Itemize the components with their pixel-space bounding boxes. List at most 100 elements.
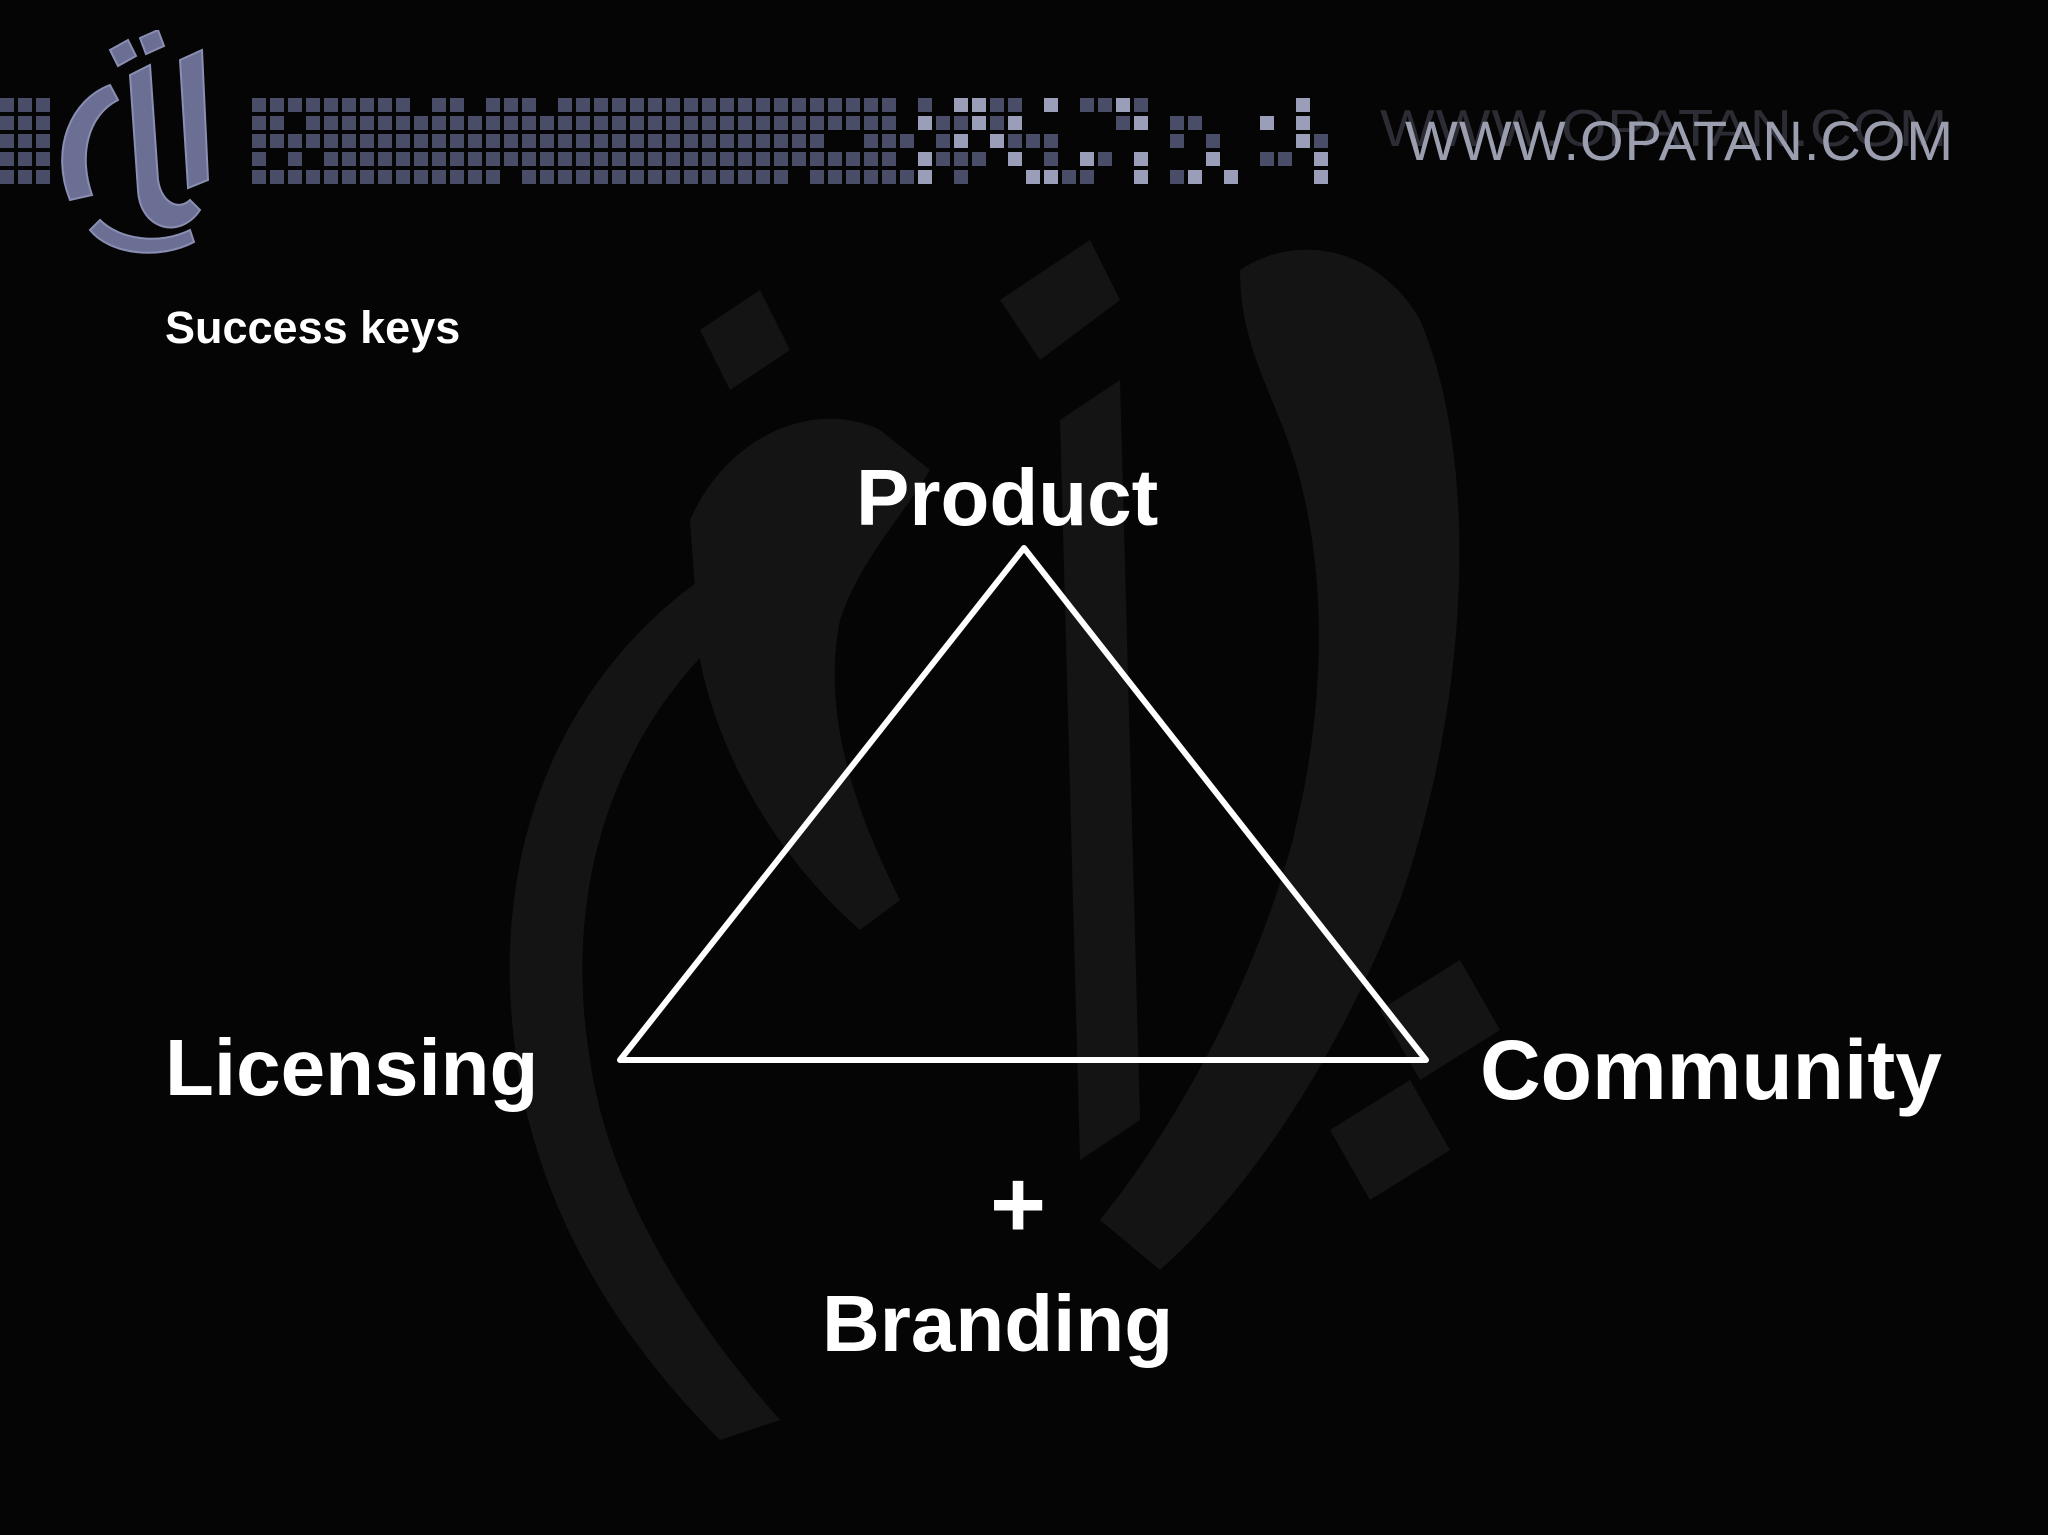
pixel-block (360, 116, 374, 130)
pixel-block (684, 152, 698, 166)
pixel-block (990, 98, 1004, 112)
pixel-block (576, 98, 590, 112)
pixel-block (522, 170, 536, 184)
pixel-block (954, 134, 968, 148)
pixel-block (324, 170, 338, 184)
pixel-block (810, 98, 824, 112)
pixel-block (486, 134, 500, 148)
pixel-block (1188, 116, 1202, 130)
pixel-block (954, 98, 968, 112)
pixel-block (414, 116, 428, 130)
pixel-block (702, 170, 716, 184)
pixel-block (342, 98, 356, 112)
pixel-block (864, 98, 878, 112)
pixel-block (792, 98, 806, 112)
pixel-block (360, 98, 374, 112)
pixel-block (414, 134, 428, 148)
pixel-block (612, 98, 626, 112)
pixel-block (540, 116, 554, 130)
pixel-block (558, 98, 572, 112)
pixel-block (1044, 134, 1058, 148)
pixel-block (288, 152, 302, 166)
pixel-block (1116, 98, 1130, 112)
pixel-block (540, 152, 554, 166)
pixel-block (774, 98, 788, 112)
pixel-block (396, 98, 410, 112)
pixel-block (1260, 116, 1274, 130)
pixel-block (0, 134, 14, 148)
pixel-block (702, 134, 716, 148)
pixel-block (360, 134, 374, 148)
pixel-block (18, 116, 32, 130)
pixel-block (1206, 134, 1220, 148)
pixel-block (1296, 134, 1310, 148)
pixel-block (810, 152, 824, 166)
pixel-block (594, 170, 608, 184)
pixel-block (1314, 170, 1328, 184)
pixel-block (648, 134, 662, 148)
pixel-block (792, 116, 806, 130)
pixel-block (612, 170, 626, 184)
pixel-block (0, 170, 14, 184)
pixel-block (324, 134, 338, 148)
pixel-block (900, 170, 914, 184)
pixel-block (1134, 98, 1148, 112)
pixel-block (1260, 152, 1274, 166)
pixel-block (810, 134, 824, 148)
pixel-block (414, 170, 428, 184)
pixel-block (882, 170, 896, 184)
pixel-block (846, 152, 860, 166)
pixel-block (1296, 116, 1310, 130)
pixel-block (684, 116, 698, 130)
pixel-block (1008, 116, 1022, 130)
pixel-block (504, 98, 518, 112)
pixel-block (810, 116, 824, 130)
pixel-block (450, 170, 464, 184)
pixel-block (810, 170, 824, 184)
pixel-block (594, 98, 608, 112)
pixel-block (18, 134, 32, 148)
pixel-block (936, 152, 950, 166)
pixel-block (324, 98, 338, 112)
pixel-block (702, 152, 716, 166)
pixel-block (1026, 170, 1040, 184)
pixel-block (342, 152, 356, 166)
pixel-block (666, 134, 680, 148)
pixel-block (432, 116, 446, 130)
pixel-block (648, 170, 662, 184)
pixel-block (288, 170, 302, 184)
pixel-block (936, 134, 950, 148)
pixel-block (396, 134, 410, 148)
pixel-block (630, 116, 644, 130)
pixel-block (1008, 98, 1022, 112)
pixel-block (702, 98, 716, 112)
pixel-block (324, 152, 338, 166)
pixel-block (936, 116, 950, 130)
pixel-block (756, 152, 770, 166)
pixel-block (36, 170, 50, 184)
pixel-block (468, 152, 482, 166)
pixel-block (1278, 152, 1292, 166)
vertex-label-product: Product (856, 453, 1159, 542)
pixel-block (468, 170, 482, 184)
pixel-block (756, 98, 770, 112)
pixel-block (684, 134, 698, 148)
pixel-block (828, 116, 842, 130)
pixel-block (954, 170, 968, 184)
pixel-block (450, 116, 464, 130)
pixel-block (360, 152, 374, 166)
pixel-block (504, 116, 518, 130)
pixel-block (432, 134, 446, 148)
vertex-label-licensing: Licensing (165, 1023, 539, 1112)
pixel-block (864, 134, 878, 148)
pixel-block (252, 98, 266, 112)
pixel-block (0, 98, 14, 112)
pixel-block (594, 116, 608, 130)
pixel-block (36, 116, 50, 130)
pixel-block (648, 152, 662, 166)
pixel-block (774, 170, 788, 184)
pixel-block (378, 170, 392, 184)
pixel-block (756, 170, 770, 184)
pixel-block (738, 170, 752, 184)
pixel-block (270, 116, 284, 130)
